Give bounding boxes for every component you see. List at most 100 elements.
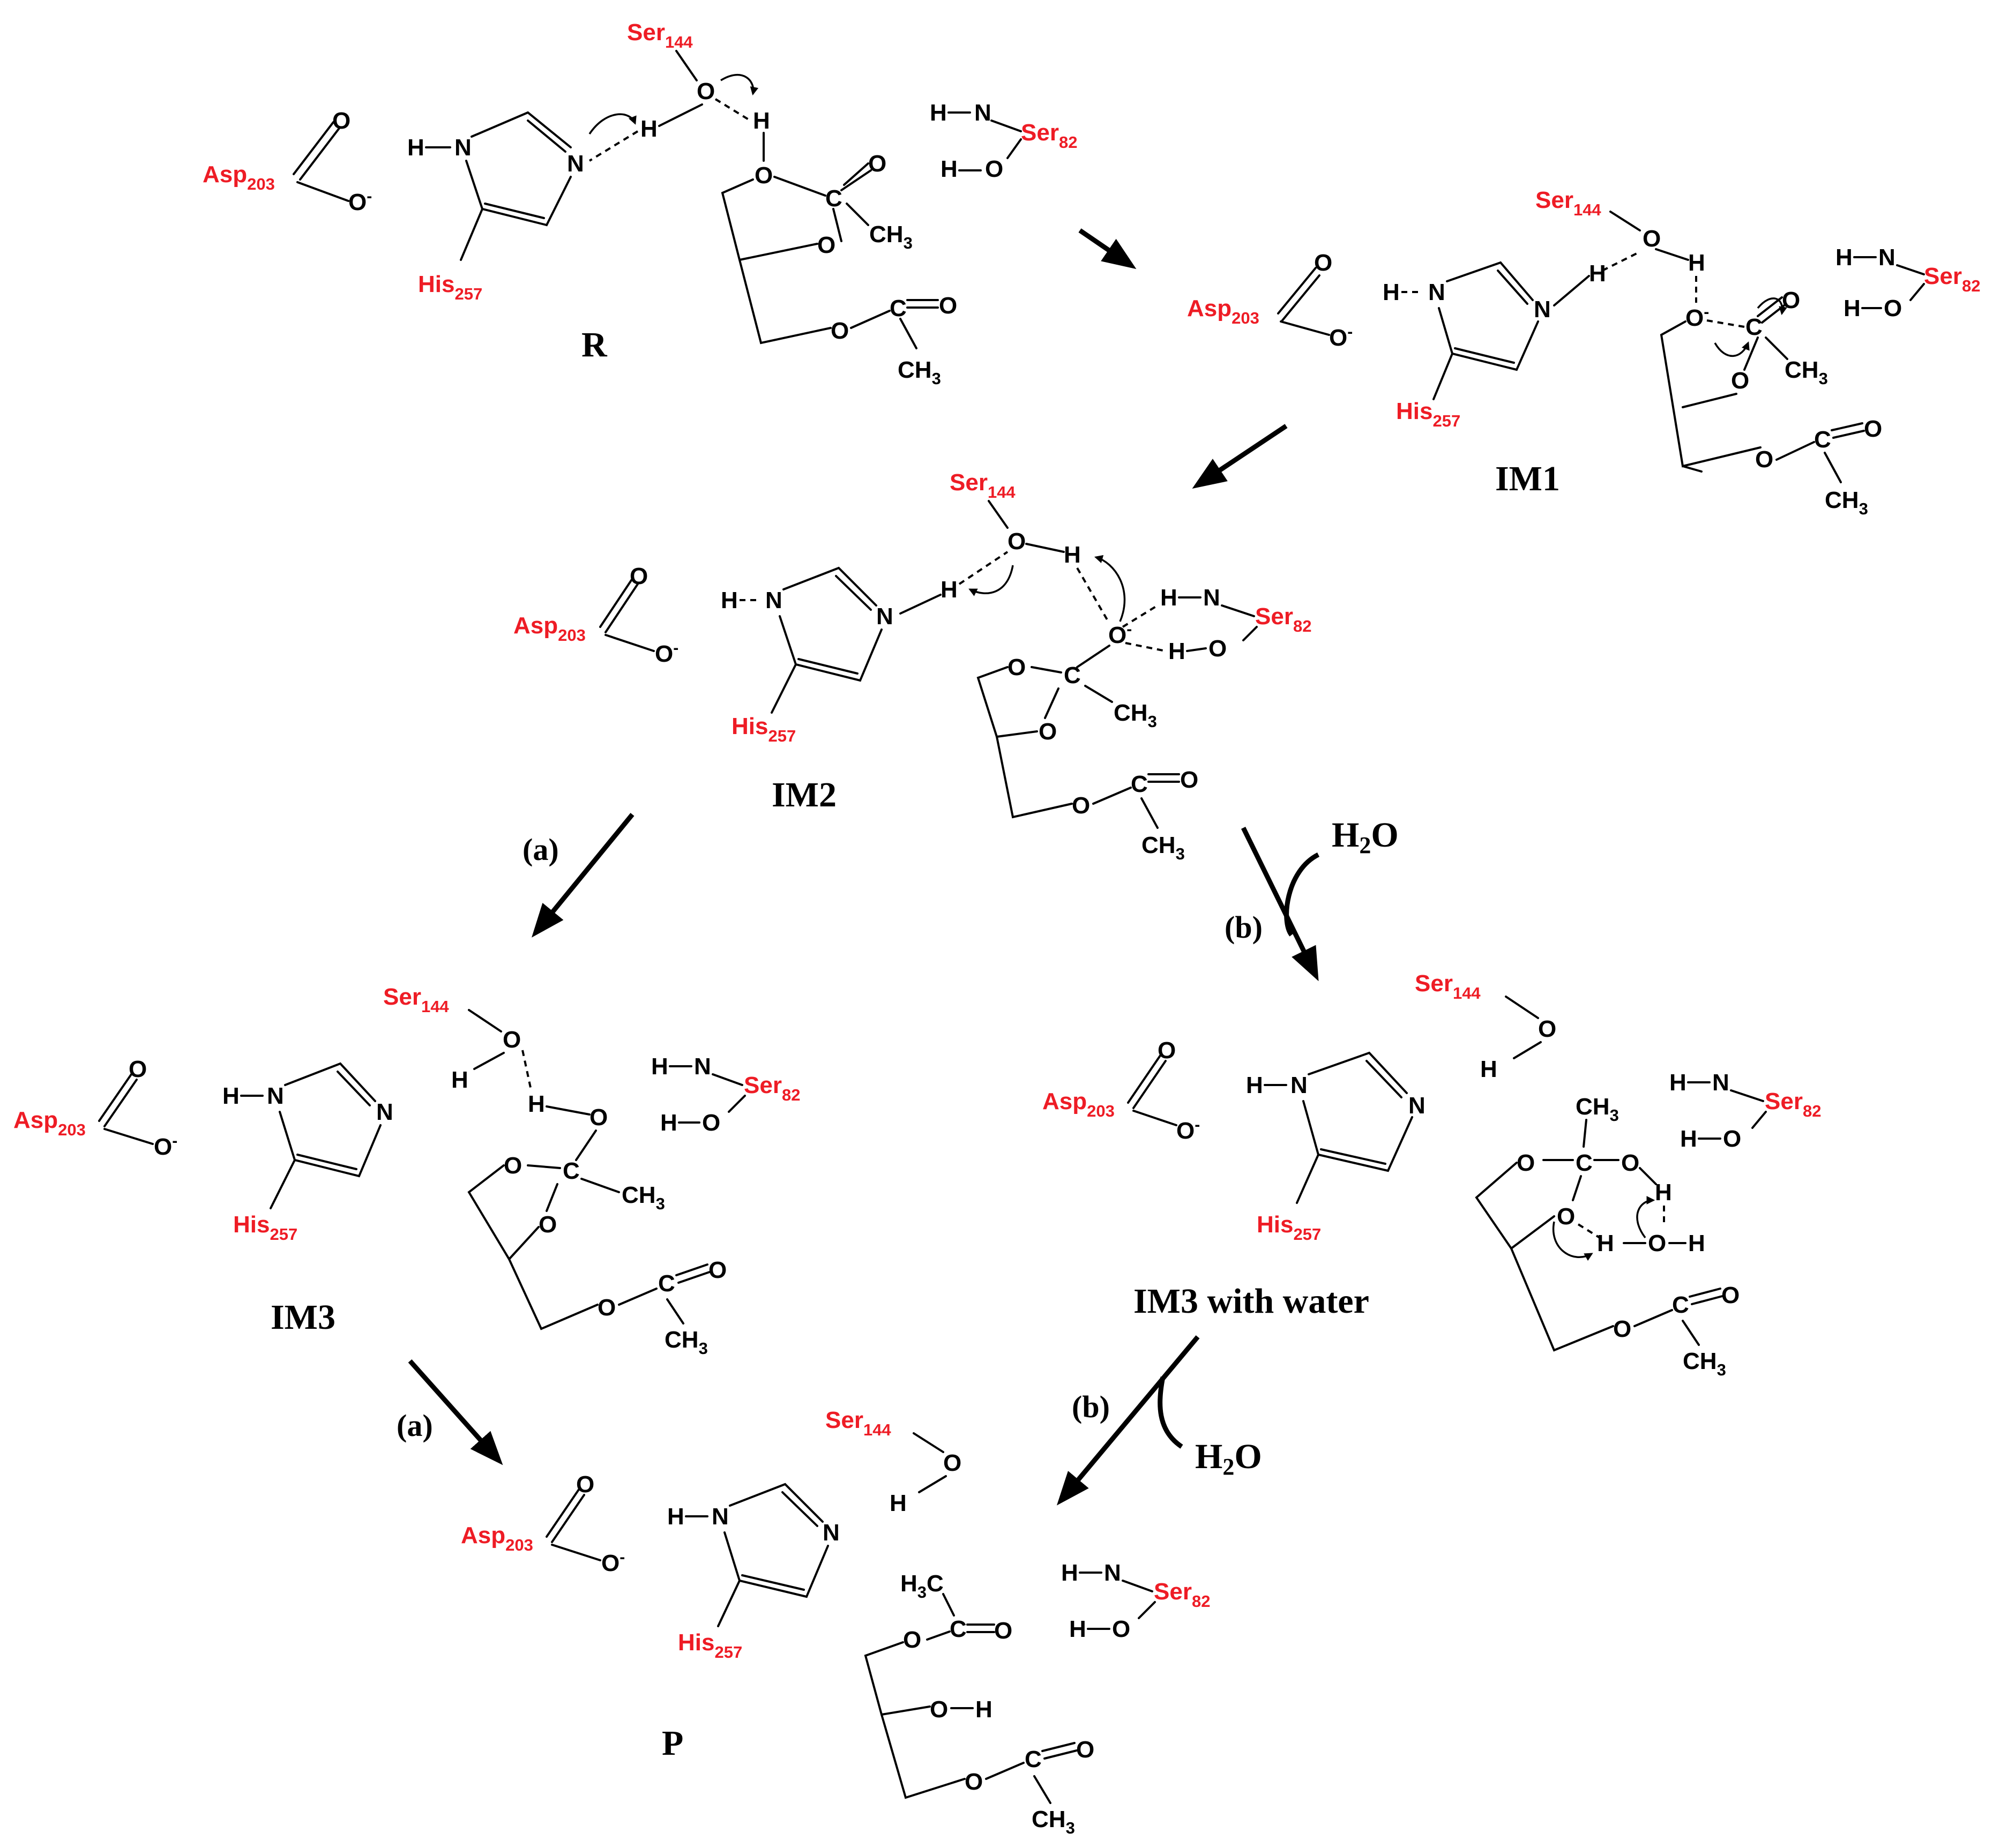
ser82-label: Ser82	[1255, 603, 1311, 635]
atom-c: C	[890, 295, 907, 321]
histidine-257: H N N His257 H	[721, 566, 958, 745]
atom-h: H	[1844, 295, 1861, 321]
aspartate-203: Asp203 O O-	[203, 108, 372, 215]
reagent-water: H2O	[1332, 815, 1399, 858]
aspartate-203: Asp203 O O-	[461, 1471, 625, 1576]
atom-o: O	[503, 1027, 521, 1053]
atom-o: O	[697, 78, 715, 104]
atom-o: O	[1008, 528, 1026, 555]
ser144-label: Ser144	[825, 1407, 891, 1439]
atom-n: N	[974, 100, 991, 126]
ser144-label: Ser144	[383, 984, 449, 1016]
diacetylglycerol-substrate: O C O O CH3 O C O CH3	[467, 1104, 727, 1358]
atom-o: O	[1314, 250, 1332, 276]
aspartate-203: Asp203 O O-	[1042, 1037, 1200, 1144]
atom-ch3: CH3	[898, 357, 941, 388]
atom-h: H	[975, 1696, 992, 1723]
step-arrow-im1-to-im2	[1192, 424, 1288, 489]
atom-h: H	[1589, 260, 1606, 287]
atom-h: H	[1680, 1126, 1697, 1152]
atom-c: C	[658, 1270, 675, 1297]
asp-label: Asp203	[1042, 1088, 1115, 1120]
atom-h: H	[1061, 1560, 1078, 1586]
diacetylglycerol-substrate: O- C O O CH3 O C O CH3	[976, 620, 1198, 863]
water-release-curve	[1158, 1376, 1183, 1449]
serine-144: Ser144 O H	[1535, 187, 1705, 303]
ser144-label: Ser144	[627, 19, 693, 51]
atom-ch3: CH3	[1141, 832, 1185, 863]
atom-ch3: CH3	[1576, 1094, 1619, 1125]
stage-r: Asp203 O O- H N N His257 Ser144 O H	[203, 19, 1077, 388]
atom-n: N	[876, 603, 893, 630]
ser82-label: Ser82	[744, 1072, 800, 1104]
atom-o: O	[994, 1618, 1012, 1644]
atom-o-minus: O-	[154, 1132, 177, 1160]
his-label: His257	[1257, 1211, 1321, 1244]
atom-n: N	[694, 1053, 711, 1080]
atom-h: H	[1688, 1230, 1705, 1256]
atom-o: O	[930, 1696, 948, 1723]
stage-label-p: P	[662, 1724, 683, 1763]
atom-c: C	[1025, 1746, 1042, 1772]
atom-o: O	[539, 1211, 557, 1238]
atom-h: H	[1669, 1069, 1686, 1096]
atom-o: O	[985, 156, 1003, 182]
atom-o: O	[1517, 1150, 1535, 1176]
his-label: His257	[678, 1629, 742, 1662]
atom-n: N	[267, 1083, 284, 1109]
atom-h3c: H3C	[900, 1570, 944, 1602]
atom-o: O	[831, 318, 849, 344]
atom-o: O	[903, 1627, 921, 1653]
aspartate-203: Asp203 O O-	[1187, 250, 1353, 351]
water-uptake-curve	[1284, 852, 1320, 937]
atom-o: O	[576, 1471, 594, 1498]
atom-h: H	[640, 116, 658, 142]
atom-h: H	[941, 577, 958, 603]
stage-label-im2: IM2	[772, 775, 837, 814]
atom-h: H	[1597, 1230, 1614, 1256]
aspartate-203: Asp203 O O-	[513, 563, 678, 667]
atom-o: O	[1613, 1316, 1631, 1342]
asp-label: Asp203	[203, 161, 275, 193]
diacetylglycerol-substrate: O- C O O CH3 O C O CH3	[1660, 287, 1882, 518]
ser82-label: Ser82	[1765, 1088, 1821, 1120]
serine-144: Ser144 O H	[825, 1407, 961, 1516]
stage-p: Asp203 O O- H N N His257 Ser144 O H H3C …	[461, 1407, 1210, 1837]
atom-h: H	[1246, 1072, 1263, 1098]
atom-c: C	[1131, 771, 1148, 797]
atom-o: O	[630, 563, 648, 589]
atom-o-minus: O-	[601, 1548, 625, 1576]
route-label-a: (a)	[523, 832, 559, 867]
atom-n: N	[1290, 1072, 1308, 1098]
atom-h: H	[753, 108, 770, 134]
histidine-257: H N N His257	[1246, 1051, 1426, 1244]
atom-h: H	[1688, 250, 1705, 276]
atom-h: H	[667, 1503, 684, 1530]
atom-h: H	[1835, 244, 1853, 271]
atom-o: O	[965, 1769, 983, 1795]
atom-h: H	[890, 1490, 907, 1516]
atom-n: N	[454, 134, 472, 161]
atom-ch3: CH3	[1683, 1348, 1726, 1379]
atom-o: O	[1755, 446, 1773, 473]
atom-o: O	[817, 232, 835, 258]
atom-h: H	[660, 1110, 677, 1136]
ser144-label: Ser144	[1535, 187, 1601, 219]
asp-label: Asp203	[13, 1107, 86, 1139]
atom-ch3: CH3	[1825, 487, 1868, 518]
atom-o: O	[702, 1110, 720, 1136]
atom-n: N	[1878, 244, 1895, 271]
atom-h: H	[1168, 638, 1185, 664]
stage-im1: Asp203 O O- H N N His257 H Ser144 O H	[1187, 187, 1980, 518]
atom-o: O	[1557, 1203, 1575, 1230]
atom-o: O	[1723, 1126, 1741, 1152]
atom-n: N	[1104, 1560, 1121, 1586]
atom-o: O	[1782, 287, 1800, 313]
his-label: His257	[233, 1211, 297, 1244]
atom-o: O	[1158, 1037, 1176, 1064]
atom-o: O	[504, 1153, 522, 1179]
atom-o: O	[868, 151, 886, 177]
atom-n: N	[1408, 1093, 1426, 1119]
atom-h: H	[930, 100, 947, 126]
step-arrow-im2-to-im3w-route-b	[1241, 827, 1319, 982]
